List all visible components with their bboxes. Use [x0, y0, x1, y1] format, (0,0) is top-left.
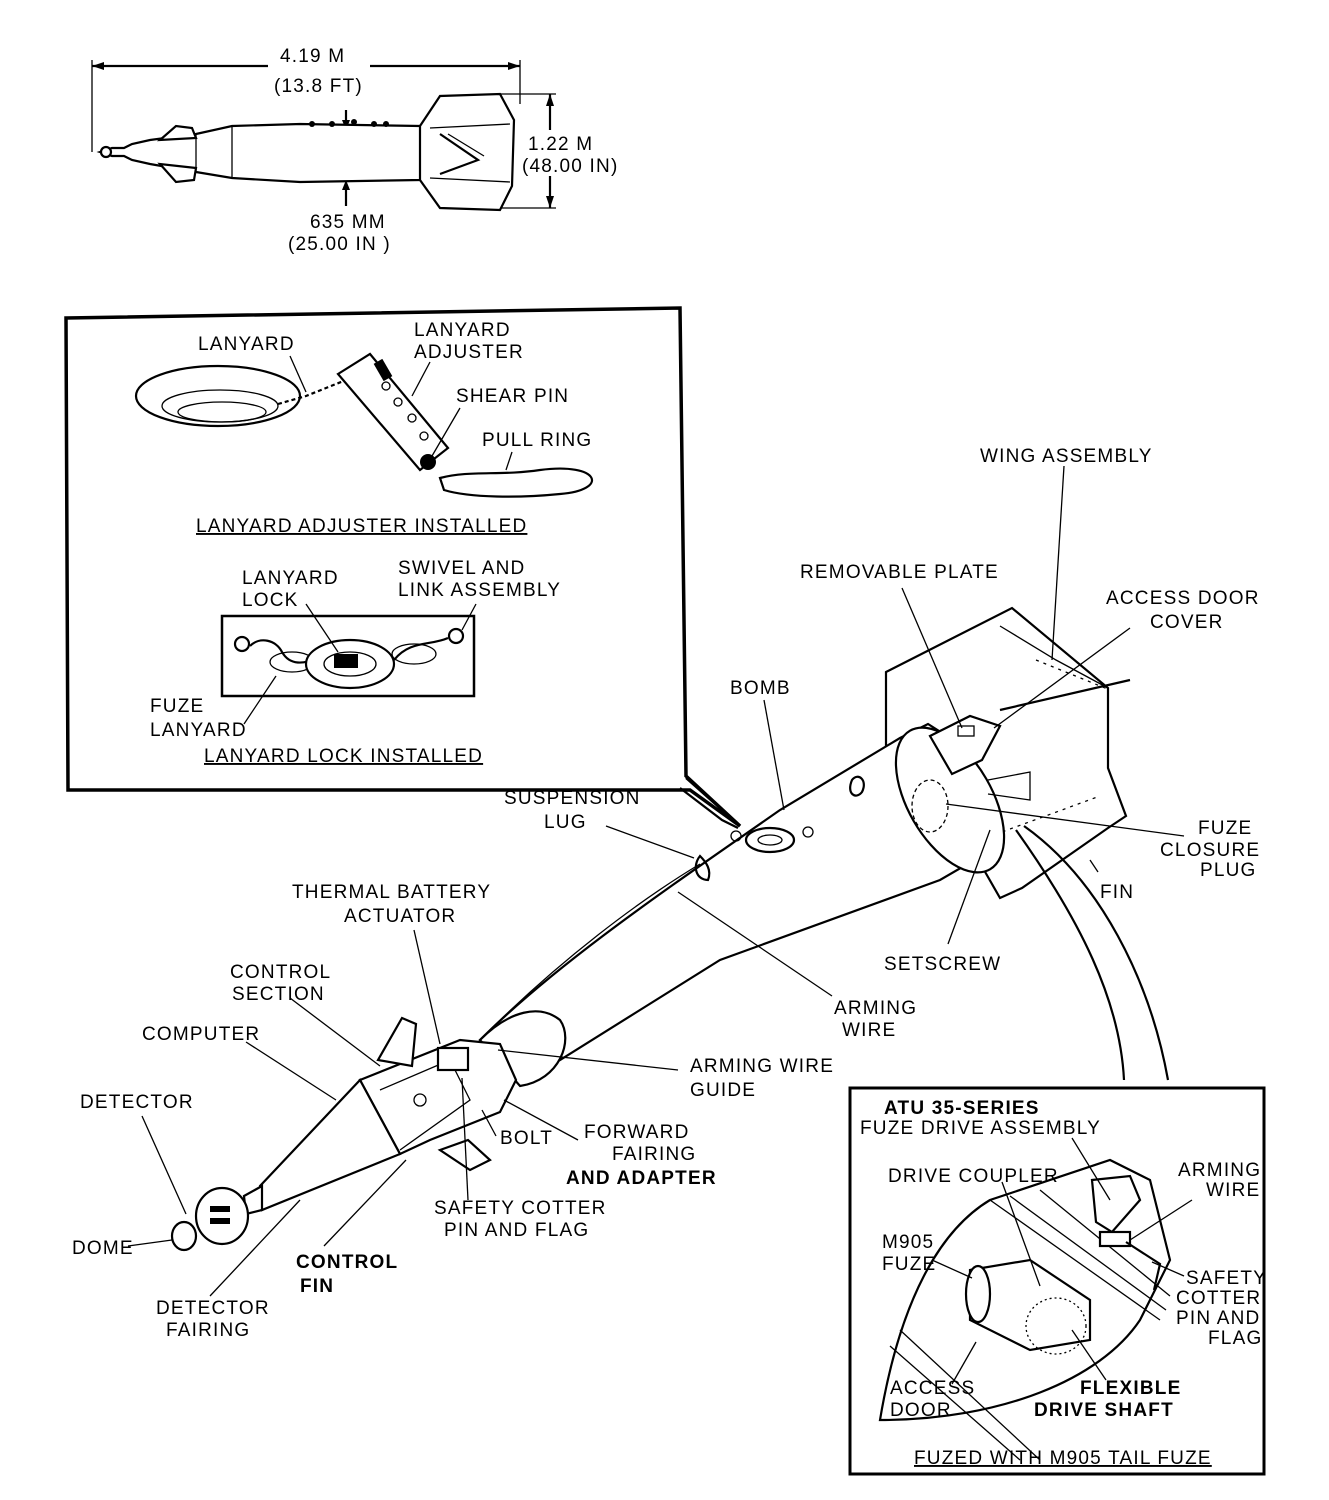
label-lanyard-adjuster-1: LANYARD	[414, 320, 511, 341]
label-m905-2: FUZE	[882, 1254, 936, 1275]
lanyard-inset: LANYARD LANYARD ADJUSTER SHEAR PIN PULL …	[64, 306, 742, 829]
label-detector-fairing-2: FAIRING	[166, 1320, 250, 1341]
label-lanyard-adjuster-2: ADJUSTER	[414, 342, 524, 363]
label-fin: FIN	[1100, 882, 1134, 903]
label-m905-1: M905	[882, 1232, 934, 1253]
label-fuze-safety-3: PIN AND	[1176, 1308, 1260, 1329]
span-metric-label: 1.22 M	[528, 134, 593, 155]
main-labels: WING ASSEMBLY REMOVABLE PLATE ACCESS DOO…	[72, 446, 1260, 1341]
label-lanyard-lock-1: LANYARD	[242, 568, 339, 589]
label-swivel-1: SWIVEL AND	[398, 558, 525, 579]
caption-fuzed-with-m905: FUZED WITH M905 TAIL FUZE	[914, 1448, 1212, 1469]
label-thermal-battery-1: THERMAL BATTERY	[292, 882, 491, 903]
diameter-imperial-label: (25.00 IN )	[288, 234, 391, 255]
label-fuze-closure-plug-2: CLOSURE	[1160, 840, 1260, 861]
label-bolt: BOLT	[500, 1128, 553, 1149]
label-access-door-cover-1: ACCESS DOOR	[1106, 588, 1260, 609]
label-fuze-arming-wire-1: ARMING	[1178, 1160, 1261, 1181]
label-drive-coupler: DRIVE COUPLER	[888, 1166, 1059, 1187]
main-bomb	[170, 606, 1170, 1252]
label-safety-cotter-1: SAFETY COTTER	[434, 1198, 607, 1219]
label-computer: COMPUTER	[142, 1024, 260, 1045]
overview-dimension-labels: 4.19 M (13.8 FT) 1.22 M (48.00 IN) 635 M…	[274, 46, 618, 255]
label-lanyard-lock-2: LOCK	[242, 590, 299, 611]
label-dome: DOME	[72, 1238, 134, 1259]
label-fuze-closure-plug-1: FUZE	[1198, 818, 1252, 839]
label-control-section-2: SECTION	[232, 984, 325, 1005]
label-detector: DETECTOR	[80, 1092, 194, 1113]
label-shear-pin: SHEAR PIN	[456, 386, 569, 407]
span-imperial-label: (48.00 IN)	[522, 156, 618, 177]
label-fuze-safety-1: SAFETY	[1186, 1268, 1267, 1289]
label-wing-assembly: WING ASSEMBLY	[980, 446, 1153, 467]
length-metric-label: 4.19 M	[280, 46, 345, 67]
label-swivel-2: LINK ASSEMBLY	[398, 580, 561, 601]
label-arming-wire-2: WIRE	[842, 1020, 896, 1041]
label-flexible-2: DRIVE SHAFT	[1034, 1400, 1174, 1421]
label-detector-fairing-1: DETECTOR	[156, 1298, 270, 1319]
label-access-door-2: DOOR	[890, 1400, 952, 1421]
label-arming-wire-guide-2: GUIDE	[690, 1080, 756, 1101]
overview-bomb	[91, 60, 556, 212]
label-bomb: BOMB	[730, 678, 791, 699]
label-flexible-1: FLEXIBLE	[1080, 1378, 1181, 1399]
label-forward-fairing-1: FORWARD	[584, 1122, 690, 1143]
label-lanyard: LANYARD	[198, 334, 295, 355]
label-safety-cotter-2: PIN AND FLAG	[444, 1220, 589, 1241]
label-control-fin-2: FIN	[300, 1276, 334, 1297]
caption-lanyard-adjuster-installed: LANYARD ADJUSTER INSTALLED	[196, 516, 527, 537]
label-access-door-1: ACCESS	[890, 1378, 975, 1399]
label-control-fin-1: CONTROL	[296, 1252, 398, 1273]
label-fuze-lanyard-1: FUZE	[150, 696, 204, 717]
label-atu-title-1: ATU 35-SERIES	[884, 1098, 1040, 1119]
label-arming-wire-1: ARMING	[834, 998, 917, 1019]
label-atu-title-2: FUZE DRIVE ASSEMBLY	[860, 1118, 1101, 1139]
caption-lanyard-lock-installed: LANYARD LOCK INSTALLED	[204, 746, 483, 767]
label-forward-fairing-2: FAIRING	[612, 1144, 696, 1165]
label-thermal-battery-2: ACTUATOR	[344, 906, 456, 927]
label-suspension-lug-1: SUSPENSION	[504, 788, 641, 809]
label-removable-plate: REMOVABLE PLATE	[800, 562, 999, 583]
label-setscrew: SETSCREW	[884, 954, 1001, 975]
label-control-section-1: CONTROL	[230, 962, 331, 983]
label-forward-fairing-3: AND ADAPTER	[566, 1168, 717, 1189]
fuze-inset: ATU 35-SERIES FUZE DRIVE ASSEMBLY DRIVE …	[848, 1086, 1267, 1476]
label-fuze-closure-plug-3: PLUG	[1200, 860, 1257, 881]
label-fuze-arming-wire-2: WIRE	[1206, 1180, 1260, 1201]
label-access-door-cover-2: COVER	[1150, 612, 1224, 633]
label-suspension-lug-2: LUG	[544, 812, 587, 833]
label-pull-ring: PULL RING	[482, 430, 592, 451]
leader-lines	[127, 465, 1185, 1297]
label-fuze-lanyard-2: LANYARD	[150, 720, 247, 741]
length-imperial-label: (13.8 FT)	[274, 76, 363, 97]
label-arming-wire-guide-1: ARMING WIRE	[690, 1056, 834, 1077]
diameter-metric-label: 635 MM	[310, 212, 386, 233]
label-fuze-safety-2: COTTER	[1176, 1288, 1261, 1309]
label-fuze-safety-4: FLAG	[1208, 1328, 1262, 1349]
